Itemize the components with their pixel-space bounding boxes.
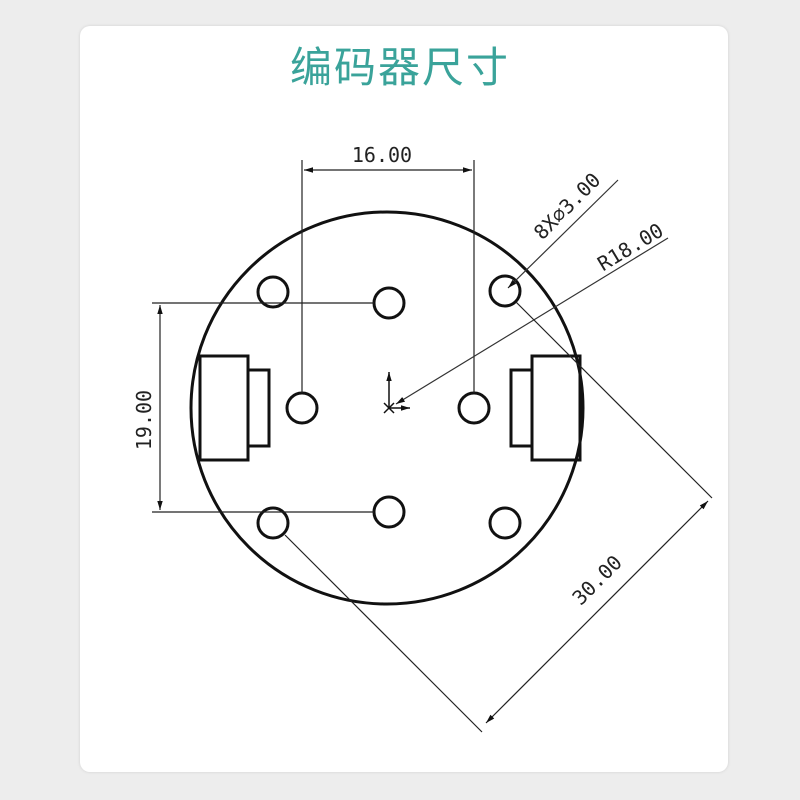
- mount-hole: [256, 275, 290, 309]
- mount-hole: [372, 286, 406, 320]
- mount-hole: [488, 274, 522, 308]
- dimension-label-16: 16.00: [352, 143, 412, 167]
- left-connector-tab: [246, 368, 271, 448]
- page-title: 编码器尺寸: [289, 43, 510, 92]
- dimension-19: [152, 302, 374, 513]
- left-connector-body: [198, 354, 250, 462]
- mount-hole: [488, 506, 522, 540]
- dimension-label-19: 19.00: [132, 390, 156, 450]
- encoder-outline: [189, 210, 585, 606]
- right-connector-body: [530, 354, 582, 462]
- hole-callout-leader: [507, 179, 619, 289]
- dimension-30: [284, 301, 713, 733]
- mount-hole: [285, 391, 319, 425]
- origin-mark: [383, 372, 410, 414]
- radius-callout-leader: [395, 237, 669, 405]
- right-connector-tab: [509, 368, 534, 448]
- hole-callout-label: 8X∅3.00: [529, 168, 606, 245]
- dimension-16: [301, 160, 475, 393]
- mount-hole: [256, 506, 290, 540]
- radius-callout-label: R18.00: [593, 218, 667, 276]
- mount-hole: [372, 495, 406, 529]
- mount-hole: [457, 391, 491, 425]
- dimension-label-30: 30.00: [567, 550, 627, 610]
